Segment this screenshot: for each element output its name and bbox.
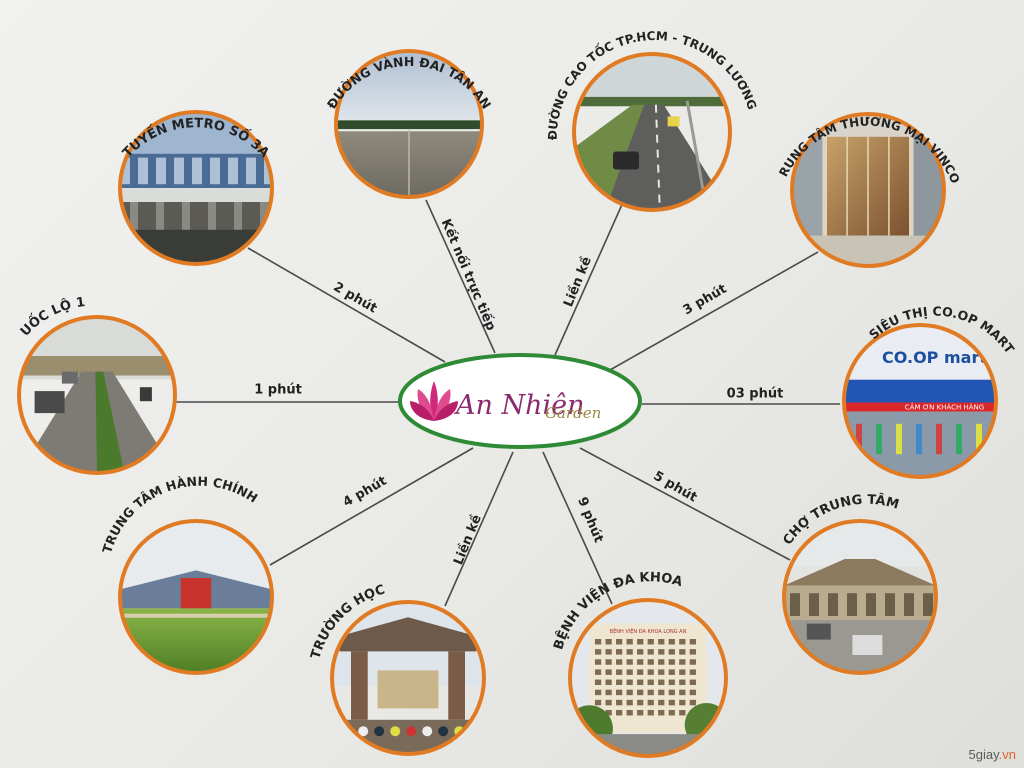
distance-label-benh-vien: 9 phút (574, 495, 606, 545)
distance-label-vincom: 3 phút (681, 282, 730, 319)
connector-cao-toc (554, 199, 625, 356)
circle-ring-vanh-dai (334, 49, 484, 199)
coop-banner-text: CẢM ƠN KHÁCH HÀNG (905, 402, 984, 411)
connector-vanh-dai (425, 199, 496, 354)
distance-label-coop: 03 phút (727, 387, 784, 402)
connector-truong (444, 451, 514, 607)
connector-vincom (609, 251, 819, 371)
distance-label-metro: 2 phút (331, 280, 380, 317)
logo-script-text: Garden (545, 404, 601, 422)
hospital-sign-text: BỆNH VIỆN ĐA KHOA LONG AN (610, 627, 687, 635)
circle-ring-cho (782, 519, 938, 675)
distance-label-truong: Liền kề (451, 513, 485, 568)
node-title-quoc-lo: QUỐC LỘ 1A (0, 0, 86, 340)
watermark-brand: 5giay (968, 747, 999, 762)
circle-ring-hanh-chinh (118, 519, 274, 675)
node-cao-toc: ĐƯỜNG CAO TỐC TP.HCM - TRUNG LƯƠNG (546, 29, 759, 212)
lotus-icon (410, 381, 458, 421)
connector-benh-vien (542, 451, 613, 605)
connector-hanh-chinh (269, 447, 474, 566)
circle-ring-quoc-lo (17, 315, 177, 475)
circle-ring-benh-vien (568, 598, 728, 758)
distance-label-cao-toc: Liền kề (561, 255, 595, 310)
circle-ring-coop (842, 323, 998, 479)
coop-sign-text: CO.OP mart (882, 348, 987, 367)
distance-label-vanh-dai: Kết nối trực tiếp (438, 217, 499, 333)
photo-expressway (574, 54, 730, 210)
node-vanh-dai: ĐƯỜNG VÀNH ĐAI TÂN AN (324, 49, 494, 199)
connector-lines (176, 199, 840, 607)
center-logo: An Nhiên Garden (398, 353, 642, 449)
center-logo-ring (398, 353, 642, 449)
node-cho: CHỢ TRUNG TÂM (780, 492, 938, 675)
node-metro: TUYẾN METRO SỐ 3A (118, 110, 274, 266)
logo-main-text: An Nhiên (453, 390, 585, 421)
node-truong: TRƯỜNG HỌC (308, 582, 486, 756)
connector-cho (579, 447, 791, 561)
watermark-domain: .vn (998, 747, 1016, 762)
circle-ring-cao-toc (572, 52, 732, 212)
watermark: 5giay.vn (969, 747, 1016, 762)
distance-label-quoc-lo: 1 phút (254, 383, 302, 398)
circle-ring-metro (118, 110, 274, 266)
distance-label-hanh-chinh: 4 phút (341, 474, 390, 511)
circle-ring-truong (330, 600, 486, 756)
connector-metro (247, 247, 446, 363)
circle-ring-vincom (790, 112, 946, 268)
distance-label-cho: 5 phút (651, 469, 700, 506)
photo-school-gate (332, 602, 484, 754)
node-hanh-chinh: TRUNG TÂM HÀNH CHÍNH (99, 474, 274, 675)
